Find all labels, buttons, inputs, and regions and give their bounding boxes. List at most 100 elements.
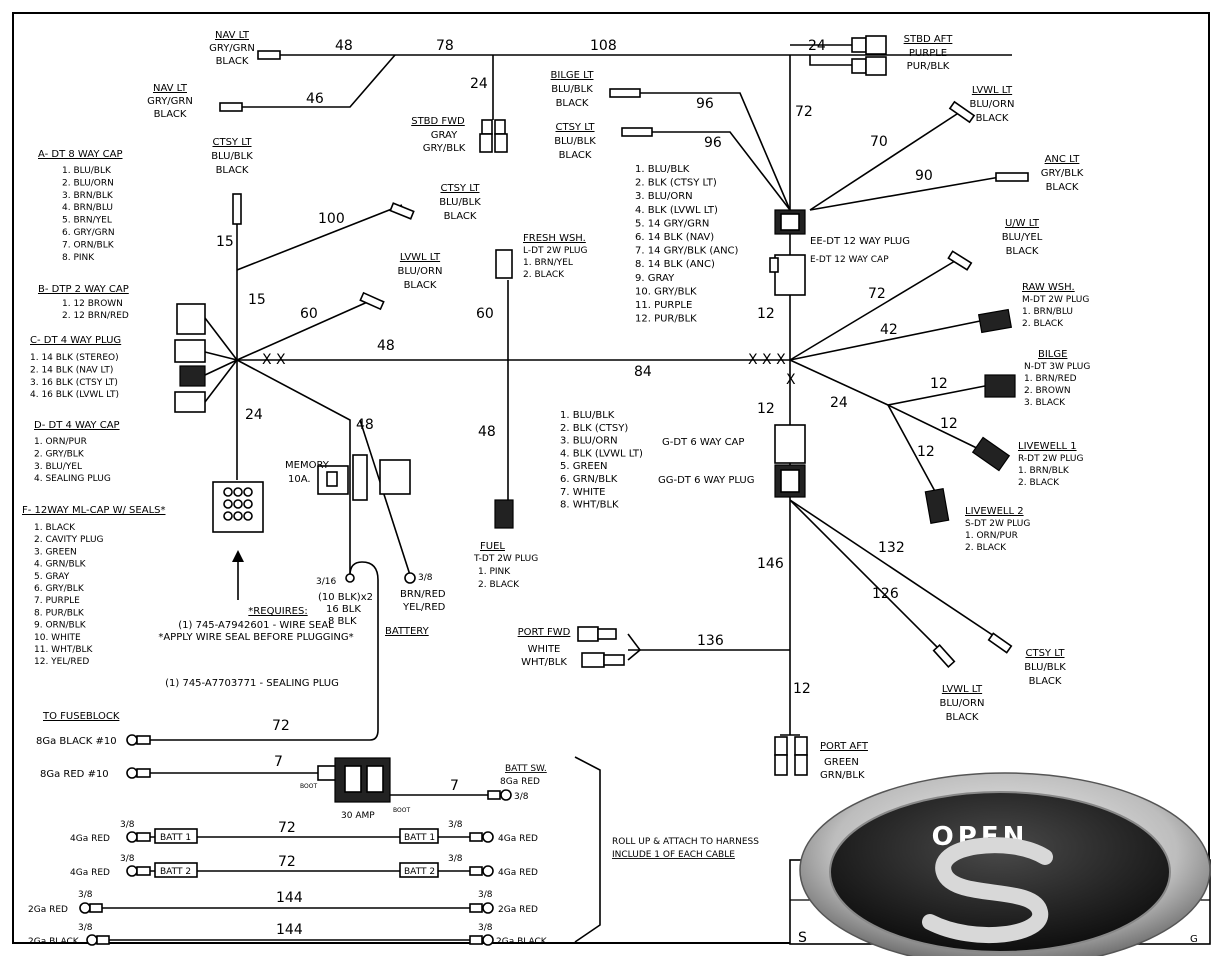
- title-block-text: G: [1190, 934, 1198, 945]
- splice-marks: X X: [262, 352, 286, 368]
- wire-length: 72: [278, 820, 296, 836]
- list-item: 12. YEL/RED: [34, 657, 89, 667]
- wire-ctsy-lt-mid: [236, 204, 403, 271]
- label-line: BLACK: [1006, 246, 1039, 257]
- label-line: PUR/BLK: [907, 61, 950, 72]
- title-block-text: S: [798, 930, 807, 946]
- list-item: 2. CAVITY PLUG: [34, 535, 104, 545]
- label-line: GRY/BLK: [423, 143, 466, 154]
- list-item: 7. WHITE: [560, 487, 606, 498]
- list-item: 4. BLK (LVWL LT): [635, 205, 718, 216]
- label-line: BLU/BLK: [211, 151, 253, 162]
- label-title: BILGE: [1038, 349, 1067, 360]
- list-item: 1. BLACK: [34, 523, 76, 533]
- wire-bilge-lt: [640, 92, 791, 211]
- list-item: 5. GREEN: [560, 461, 608, 472]
- wire-length: 90: [915, 168, 933, 184]
- label-line: GRY/GRN: [147, 96, 193, 107]
- label-title: RAW WSH.: [1022, 282, 1075, 293]
- label-line: BLU/BLK: [554, 136, 596, 147]
- label-line: 3. BLACK: [1024, 398, 1066, 408]
- list-item: 5. GRAY: [34, 572, 70, 582]
- label-line: BLACK: [216, 56, 249, 67]
- list-item: 7. PURPLE: [34, 596, 80, 606]
- label-title: STBD FWD: [411, 116, 465, 127]
- connector-ctsy-lt-bot: [987, 632, 1013, 654]
- label-gauge: 2Ga BLACK: [496, 937, 548, 947]
- connector-anc-lt: [995, 172, 1029, 182]
- label-gauge: 4Ga RED: [498, 834, 538, 844]
- label-line: 1. BRN/BLU: [1022, 307, 1073, 317]
- list-item: 4. 16 BLK (LVWL LT): [30, 390, 119, 400]
- legend-title: D- DT 4 WAY CAP: [34, 420, 120, 431]
- wire-ctsy-lt-bot: [789, 499, 1001, 641]
- label-line: (10 BLK)x2: [318, 592, 373, 603]
- label-gauge: 2Ga RED: [498, 905, 538, 915]
- label-line: BLU/BLK: [439, 197, 481, 208]
- label-boot: BOOT: [393, 807, 410, 814]
- connector-ctsy-lt-top: [621, 127, 653, 137]
- label-line: 3/8: [418, 573, 433, 583]
- list-item: 4. BRN/BLU: [62, 203, 113, 213]
- wire-length: 42: [880, 322, 898, 338]
- wire-length: 136: [697, 633, 724, 649]
- wire-length: 144: [276, 922, 303, 938]
- label-line: N-DT 3W PLUG: [1024, 362, 1090, 372]
- list-item: 1. 12 BROWN: [62, 299, 123, 309]
- label-size: 3/8: [120, 854, 135, 864]
- ring-terminal-fb-black: [126, 734, 151, 746]
- label-line: 1. BRN/BLK: [1018, 466, 1070, 476]
- label-30amp: 30 AMP: [341, 811, 375, 821]
- label-title: PORT AFT: [820, 741, 869, 752]
- list-item: 6. GRY/BLK: [34, 584, 85, 594]
- label-line: 2. BLACK: [478, 580, 520, 590]
- label-line: 1. BRN/YEL: [523, 258, 573, 268]
- label-size: 3/8: [78, 890, 93, 900]
- label-line: M-DT 2W PLUG: [1022, 295, 1089, 305]
- list-item: 1. BLU/BLK: [560, 410, 615, 421]
- label-line: BLU/ORN: [398, 266, 443, 277]
- label-title: LIVEWELL 1: [1018, 441, 1077, 452]
- label-e-cap: E-DT 12 WAY CAP: [810, 255, 889, 265]
- label-line: GRN/BLK: [820, 770, 865, 781]
- wire-length: 12: [793, 681, 811, 697]
- wire-nav-lt-2: [242, 54, 396, 108]
- connector-f-12way: [212, 481, 264, 533]
- wire-length: 126: [872, 586, 899, 602]
- label-battery: BATTERY: [385, 626, 430, 637]
- label-gauge: 2Ga RED: [28, 905, 68, 915]
- wire-livewell-2: [887, 404, 938, 496]
- connector-lvwl-lt-mid: [359, 291, 385, 311]
- label-title: STBD AFT: [904, 34, 954, 45]
- label-line: BLACK: [556, 98, 589, 109]
- list-item: 8. WHT/BLK: [560, 500, 619, 511]
- wire-length: 72: [868, 286, 886, 302]
- wire-length: 108: [590, 38, 617, 54]
- label-size: 3/8: [78, 923, 93, 933]
- splice-marks: X X X: [748, 352, 786, 368]
- label-line: 2. BLACK: [1022, 319, 1064, 329]
- list-item: 8. PUR/BLK: [34, 608, 85, 618]
- list-item: 5. BRN/YEL: [62, 216, 112, 226]
- connector-livewell-2: [924, 487, 950, 525]
- wire-lvwl-lt-bot: [789, 499, 946, 656]
- wire-length: 60: [476, 306, 494, 322]
- label-title: BILGE LT: [551, 70, 595, 81]
- label-title: U/W LT: [1005, 218, 1040, 229]
- list-item: 3. 16 BLK (CTSY LT): [30, 378, 118, 388]
- list-item: 7. ORN/BLK: [62, 240, 115, 250]
- component-labels: NAV LT GRY/GRN BLACK NAV LT GRY/GRN BLAC…: [28, 30, 1090, 947]
- wire-length: 48: [478, 424, 496, 440]
- label-title: CTSY LT: [440, 183, 480, 194]
- wire-length: 12: [917, 444, 935, 460]
- wire-length: 72: [278, 854, 296, 870]
- label-line: BLACK: [404, 280, 437, 291]
- label-title: FRESH WSH.: [523, 233, 586, 244]
- s-logo-icon: [922, 837, 1053, 944]
- label-size: 3/8: [120, 820, 135, 830]
- list-item: 6. GRY/GRN: [62, 228, 115, 238]
- wire-lvwl-lt-mid: [236, 299, 373, 361]
